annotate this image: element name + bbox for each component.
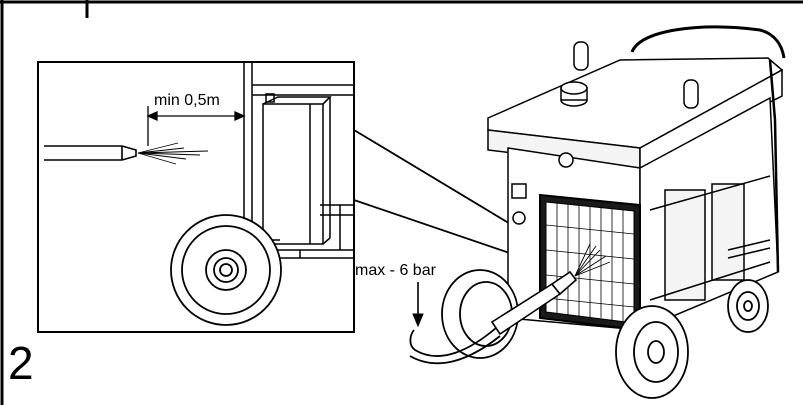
filter-grille <box>539 193 641 332</box>
min-distance-label: min 0,5m <box>154 92 220 109</box>
pressure-arrow <box>412 282 424 328</box>
inset-machine-side <box>243 62 354 259</box>
step-number: 2 <box>8 337 34 389</box>
distance-dimension <box>146 106 246 146</box>
air-blow-gun <box>490 270 578 336</box>
air-blow-spray <box>574 243 611 277</box>
inset-air-nozzle <box>44 145 137 161</box>
inset-air-spray <box>137 142 209 165</box>
inset-wheel <box>170 214 282 326</box>
detail-inset <box>37 61 355 333</box>
air-hose <box>409 327 501 365</box>
max-pressure-label: max - 6 bar <box>355 262 436 279</box>
